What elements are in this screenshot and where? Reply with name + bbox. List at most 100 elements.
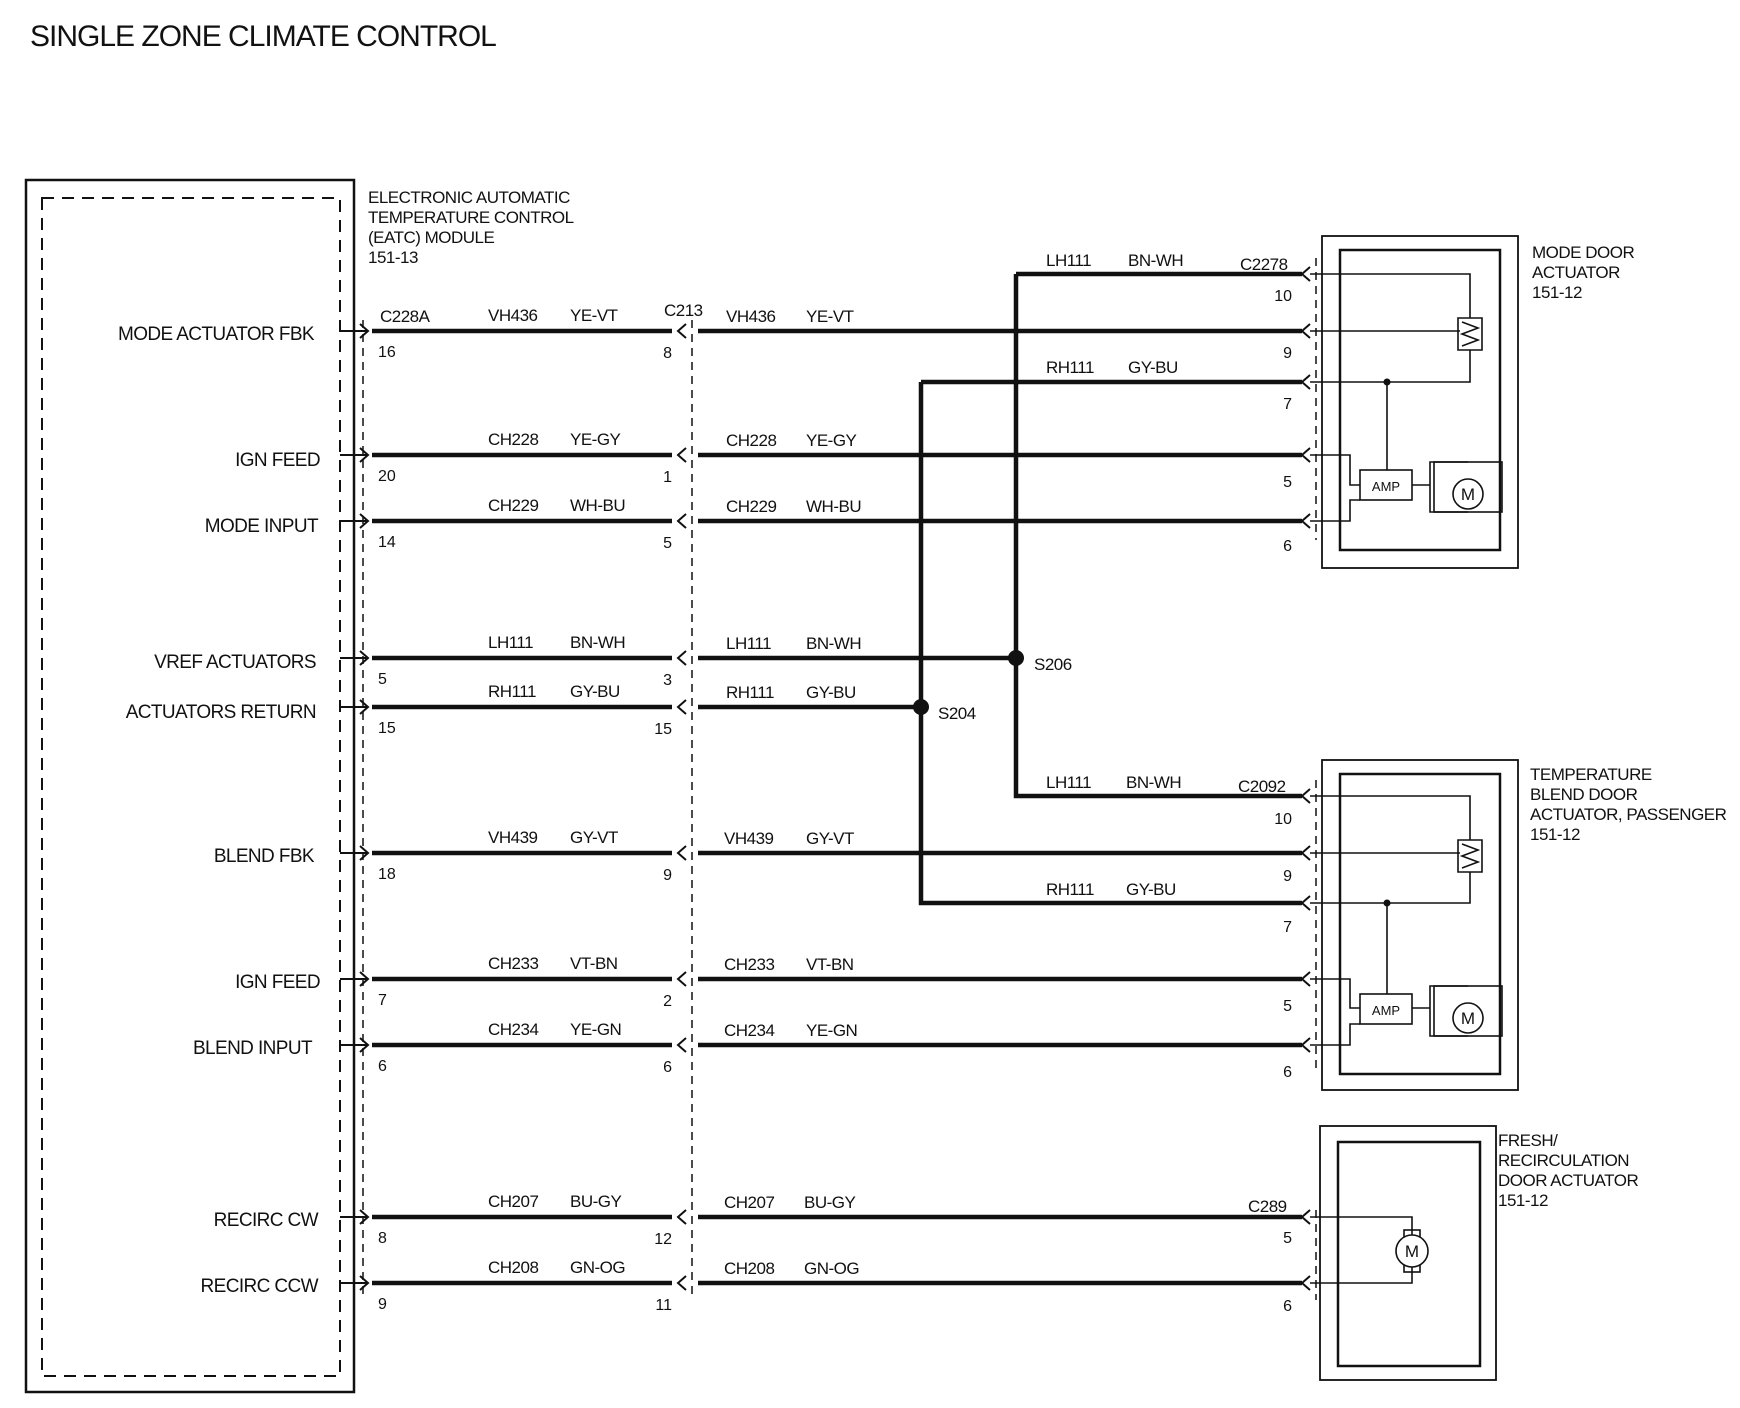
pin-arrow [340,699,370,715]
wire-circuit: CH228 [488,430,538,449]
potentiometer-wiper-icon [1459,843,1481,869]
c2092-pins: 10 9 7 5 6 [1274,811,1292,1081]
mode-door-actuator-name: MODE DOOR ACTUATOR 151-12 [1532,243,1635,302]
pin-arrow [676,650,687,666]
actuator-name-line: MODE DOOR [1532,243,1634,262]
splice-s206 [1008,650,1024,666]
motor-housing [1433,461,1503,513]
c289-pin: 5 [1283,1230,1292,1247]
c289-pin: 6 [1283,1298,1292,1315]
internal-wire [1310,795,1471,840]
c2092-pin: 6 [1283,1064,1292,1081]
wire-color: BN-WH [1126,773,1181,792]
motor-label: M [1461,1009,1475,1028]
module-name-line: ELECTRONIC AUTOMATIC [368,188,570,207]
rh111-bus [918,379,1302,906]
pin-arrow [676,447,687,463]
internal-junction [1383,899,1391,907]
c2092-pin: 5 [1283,998,1292,1015]
pin-arrow [1300,1275,1311,1291]
wire-circuit: RH111 [1046,358,1094,377]
module-pin-arrows [340,323,370,1291]
right-wire-labels: VH436 YE-VT CH228 YE-GY CH229 WH-BU LH11… [724,251,1184,1278]
pin-arrow [1300,845,1311,861]
module-pin: 6 [378,1058,387,1075]
wire-circuit: VH439 [488,828,538,847]
module-pin: 16 [378,344,396,361]
module-pin: 5 [378,671,387,688]
wire-color: GY-BU [1126,880,1176,899]
potentiometer-icon [1457,839,1483,873]
wire-circuit: RH111 [726,683,774,702]
pin-arrow [340,650,370,666]
signal-label: BLEND FBK [214,846,315,867]
right-wire-segments [698,271,1302,1286]
c2278-pin-arrows [1300,266,1311,529]
c213-pin: 6 [663,1059,672,1076]
fresh-recirc-door-actuator [1319,1125,1497,1381]
pin-arrow [676,971,687,987]
module-name-line: 151-13 [368,248,418,267]
pin-arrow [340,323,370,339]
motor-label: M [1405,1242,1419,1261]
wire-circuit: CH234 [488,1020,538,1039]
actuator-inner-box [1338,772,1502,1076]
wire-circuit: CH233 [488,954,538,973]
c213-pin: 1 [663,469,672,486]
c2278-pins: 10 9 7 5 6 [1274,288,1292,555]
module-name-line: (EATC) MODULE [368,228,495,247]
pin-arrow [340,447,370,463]
amp-block [1359,469,1413,501]
wire-color: YE-VT [806,307,854,326]
module-pin: 20 [378,468,396,485]
actuator-name-line: TEMPERATURE [1530,765,1652,784]
internal-wire [1310,1216,1413,1236]
c213-pins: 8 1 5 3 15 9 2 6 12 11 [654,345,672,1314]
actuator-name-line: DOOR ACTUATOR [1498,1171,1638,1190]
c2092-pin-arrows [1300,788,1311,1053]
wire-circuit: CH229 [726,497,776,516]
c213-pin: 12 [654,1231,672,1248]
motor-icon [1452,1002,1484,1034]
c213-pin: 15 [654,721,672,738]
c228a-label: C228A [380,307,431,326]
wire-circuit: CH233 [724,955,774,974]
c2278-pin: 7 [1283,396,1292,413]
internal-wire [1412,985,1468,1037]
wire-circuit: VH436 [488,306,538,325]
module-outline [24,178,356,1394]
signal-label: ACTUATORS RETURN [126,702,316,723]
wire-circuit: CH208 [488,1258,538,1277]
temp-blend-internals [1310,795,1503,1046]
wire-color: WH-BU [806,497,861,516]
wire-color: GY-BU [570,682,620,701]
splice-s204 [913,699,929,715]
pin-arrow [676,845,687,861]
actuator-outline [1321,235,1519,569]
c2092-pin: 10 [1274,811,1292,828]
signal-label: MODE ACTUATOR FBK [118,324,315,345]
wire-color: YE-GN [570,1020,621,1039]
eatc-module [24,178,356,1394]
diagram-title: SINGLE ZONE CLIMATE CONTROL [30,20,496,53]
c213-pin-arrows [676,323,687,1291]
wire-circuit: CH234 [724,1021,774,1040]
internal-wire [1310,454,1360,486]
wire-circuit: CH207 [488,1192,538,1211]
wire-color: BN-WH [570,633,625,652]
motor-icon [1395,1234,1429,1268]
pin-arrow [340,513,370,529]
wire-circuit: LH111 [488,633,533,652]
pin-arrow [1300,971,1311,987]
c2278-pin: 9 [1283,345,1292,362]
pin-arrow [1300,513,1311,529]
actuator-outline [1319,1125,1497,1381]
wire-circuit: VH439 [724,829,774,848]
wire-color: GY-BU [1128,358,1178,377]
module-pin: 7 [378,992,387,1009]
wire-color: GN-OG [804,1259,859,1278]
module-pin: 9 [378,1296,387,1313]
actuator-name-line: 151-12 [1498,1191,1548,1210]
module-name-line: TEMPERATURE CONTROL [368,208,574,227]
